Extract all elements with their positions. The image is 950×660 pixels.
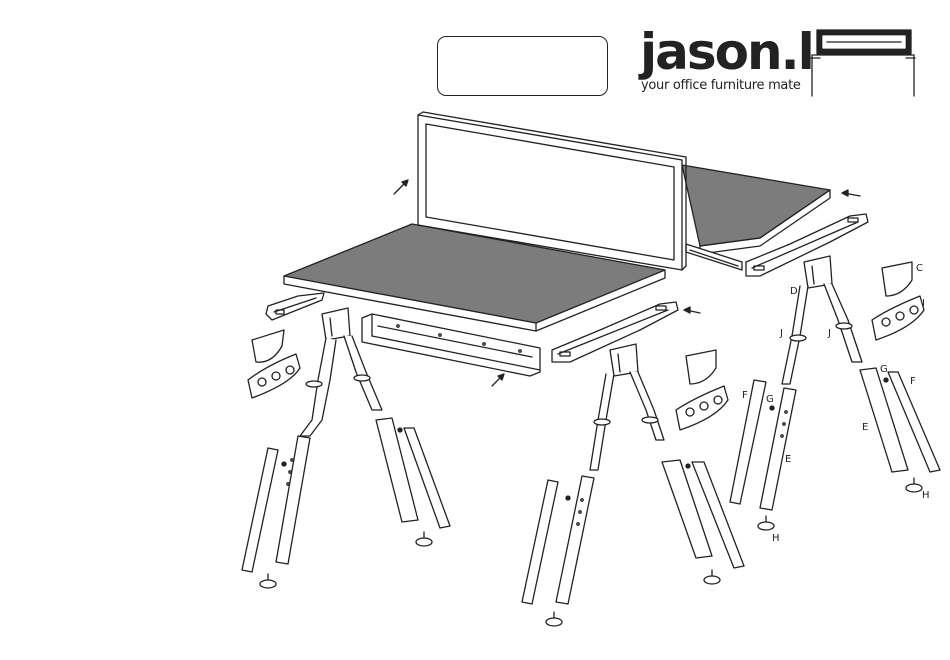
label-h-right: H bbox=[922, 490, 930, 501]
label-e-left: E bbox=[785, 454, 791, 465]
label-i: I bbox=[922, 298, 925, 309]
desk-icon bbox=[811, 30, 915, 96]
cable-tray-left bbox=[248, 330, 300, 398]
beam-rear bbox=[686, 244, 742, 270]
label-g-right: G bbox=[880, 364, 888, 375]
cable-tray-center bbox=[676, 350, 728, 430]
label-c: C bbox=[916, 263, 923, 274]
label-g-left: G bbox=[766, 394, 774, 405]
label-j-right: J bbox=[827, 328, 831, 339]
label-d: D bbox=[790, 286, 798, 297]
beam-front bbox=[362, 314, 540, 376]
leg-frame-center bbox=[522, 344, 744, 626]
label-f-left: F bbox=[742, 390, 748, 401]
leg-frame-right bbox=[730, 256, 940, 530]
label-j-left: J bbox=[779, 328, 783, 339]
label-f-right: F bbox=[910, 376, 916, 387]
bracket-left bbox=[266, 293, 324, 320]
label-h-left: H bbox=[772, 533, 780, 544]
label-e-right: E bbox=[862, 422, 868, 433]
